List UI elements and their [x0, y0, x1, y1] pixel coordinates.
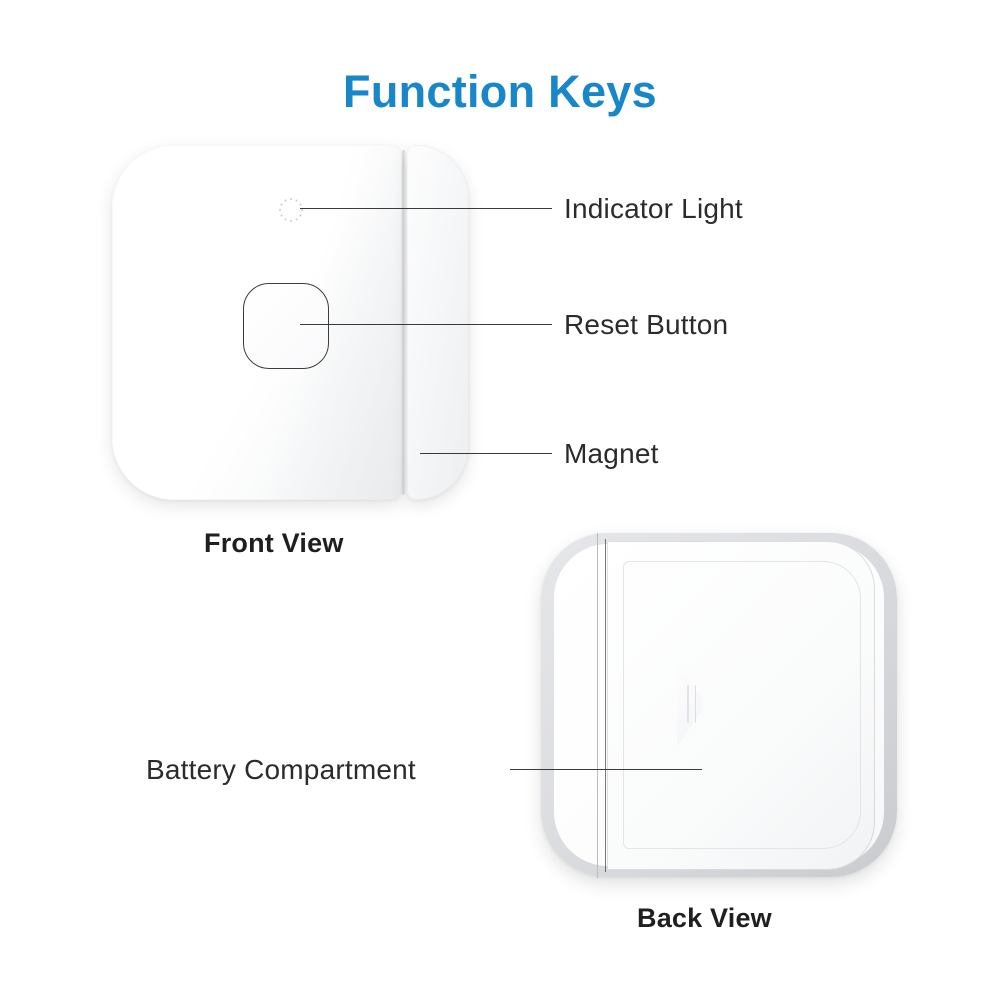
battery-cover-inset-line — [623, 561, 861, 849]
leader-line-battery-compartment — [510, 769, 702, 770]
reset-button[interactable] — [243, 283, 329, 369]
back-magnet-seam — [597, 533, 598, 878]
indicator-light-dot — [299, 214, 302, 217]
callout-label-battery-compartment: Battery Compartment — [146, 754, 416, 785]
leader-line-indicator-light — [300, 208, 552, 209]
back-cover-edge-line — [605, 539, 606, 872]
page-title: Function Keys — [343, 66, 657, 117]
leader-line-magnet — [420, 453, 552, 454]
indicator-light-dot — [289, 219, 293, 223]
indicator-light-dot — [284, 218, 287, 221]
back-view-illustration — [535, 527, 905, 887]
callout-label-indicator-light: Indicator Light — [564, 193, 743, 224]
leader-line-reset-button — [300, 324, 552, 325]
indicator-light-icon — [277, 196, 305, 224]
notch-bar — [687, 685, 689, 723]
indicator-light-dot — [295, 218, 298, 221]
indicator-light-dot — [280, 214, 283, 217]
body-magnet-seam — [401, 150, 406, 495]
front-view-illustration — [105, 138, 475, 508]
indicator-light-dot — [280, 203, 283, 206]
cover-release-notch-icon — [677, 661, 721, 747]
front-view-caption: Front View — [204, 528, 344, 558]
indicator-light-dot — [278, 208, 282, 212]
indicator-light-dot — [284, 199, 287, 202]
callout-label-reset-button: Reset Button — [564, 309, 729, 340]
back-view-caption: Back View — [637, 903, 772, 933]
indicator-light-dot — [295, 199, 298, 202]
magnet-strip — [407, 145, 469, 500]
callout-label-magnet: Magnet — [564, 438, 659, 469]
indicator-light-dot — [299, 203, 302, 206]
indicator-light-dot — [300, 208, 304, 212]
indicator-light-dot — [289, 197, 293, 201]
